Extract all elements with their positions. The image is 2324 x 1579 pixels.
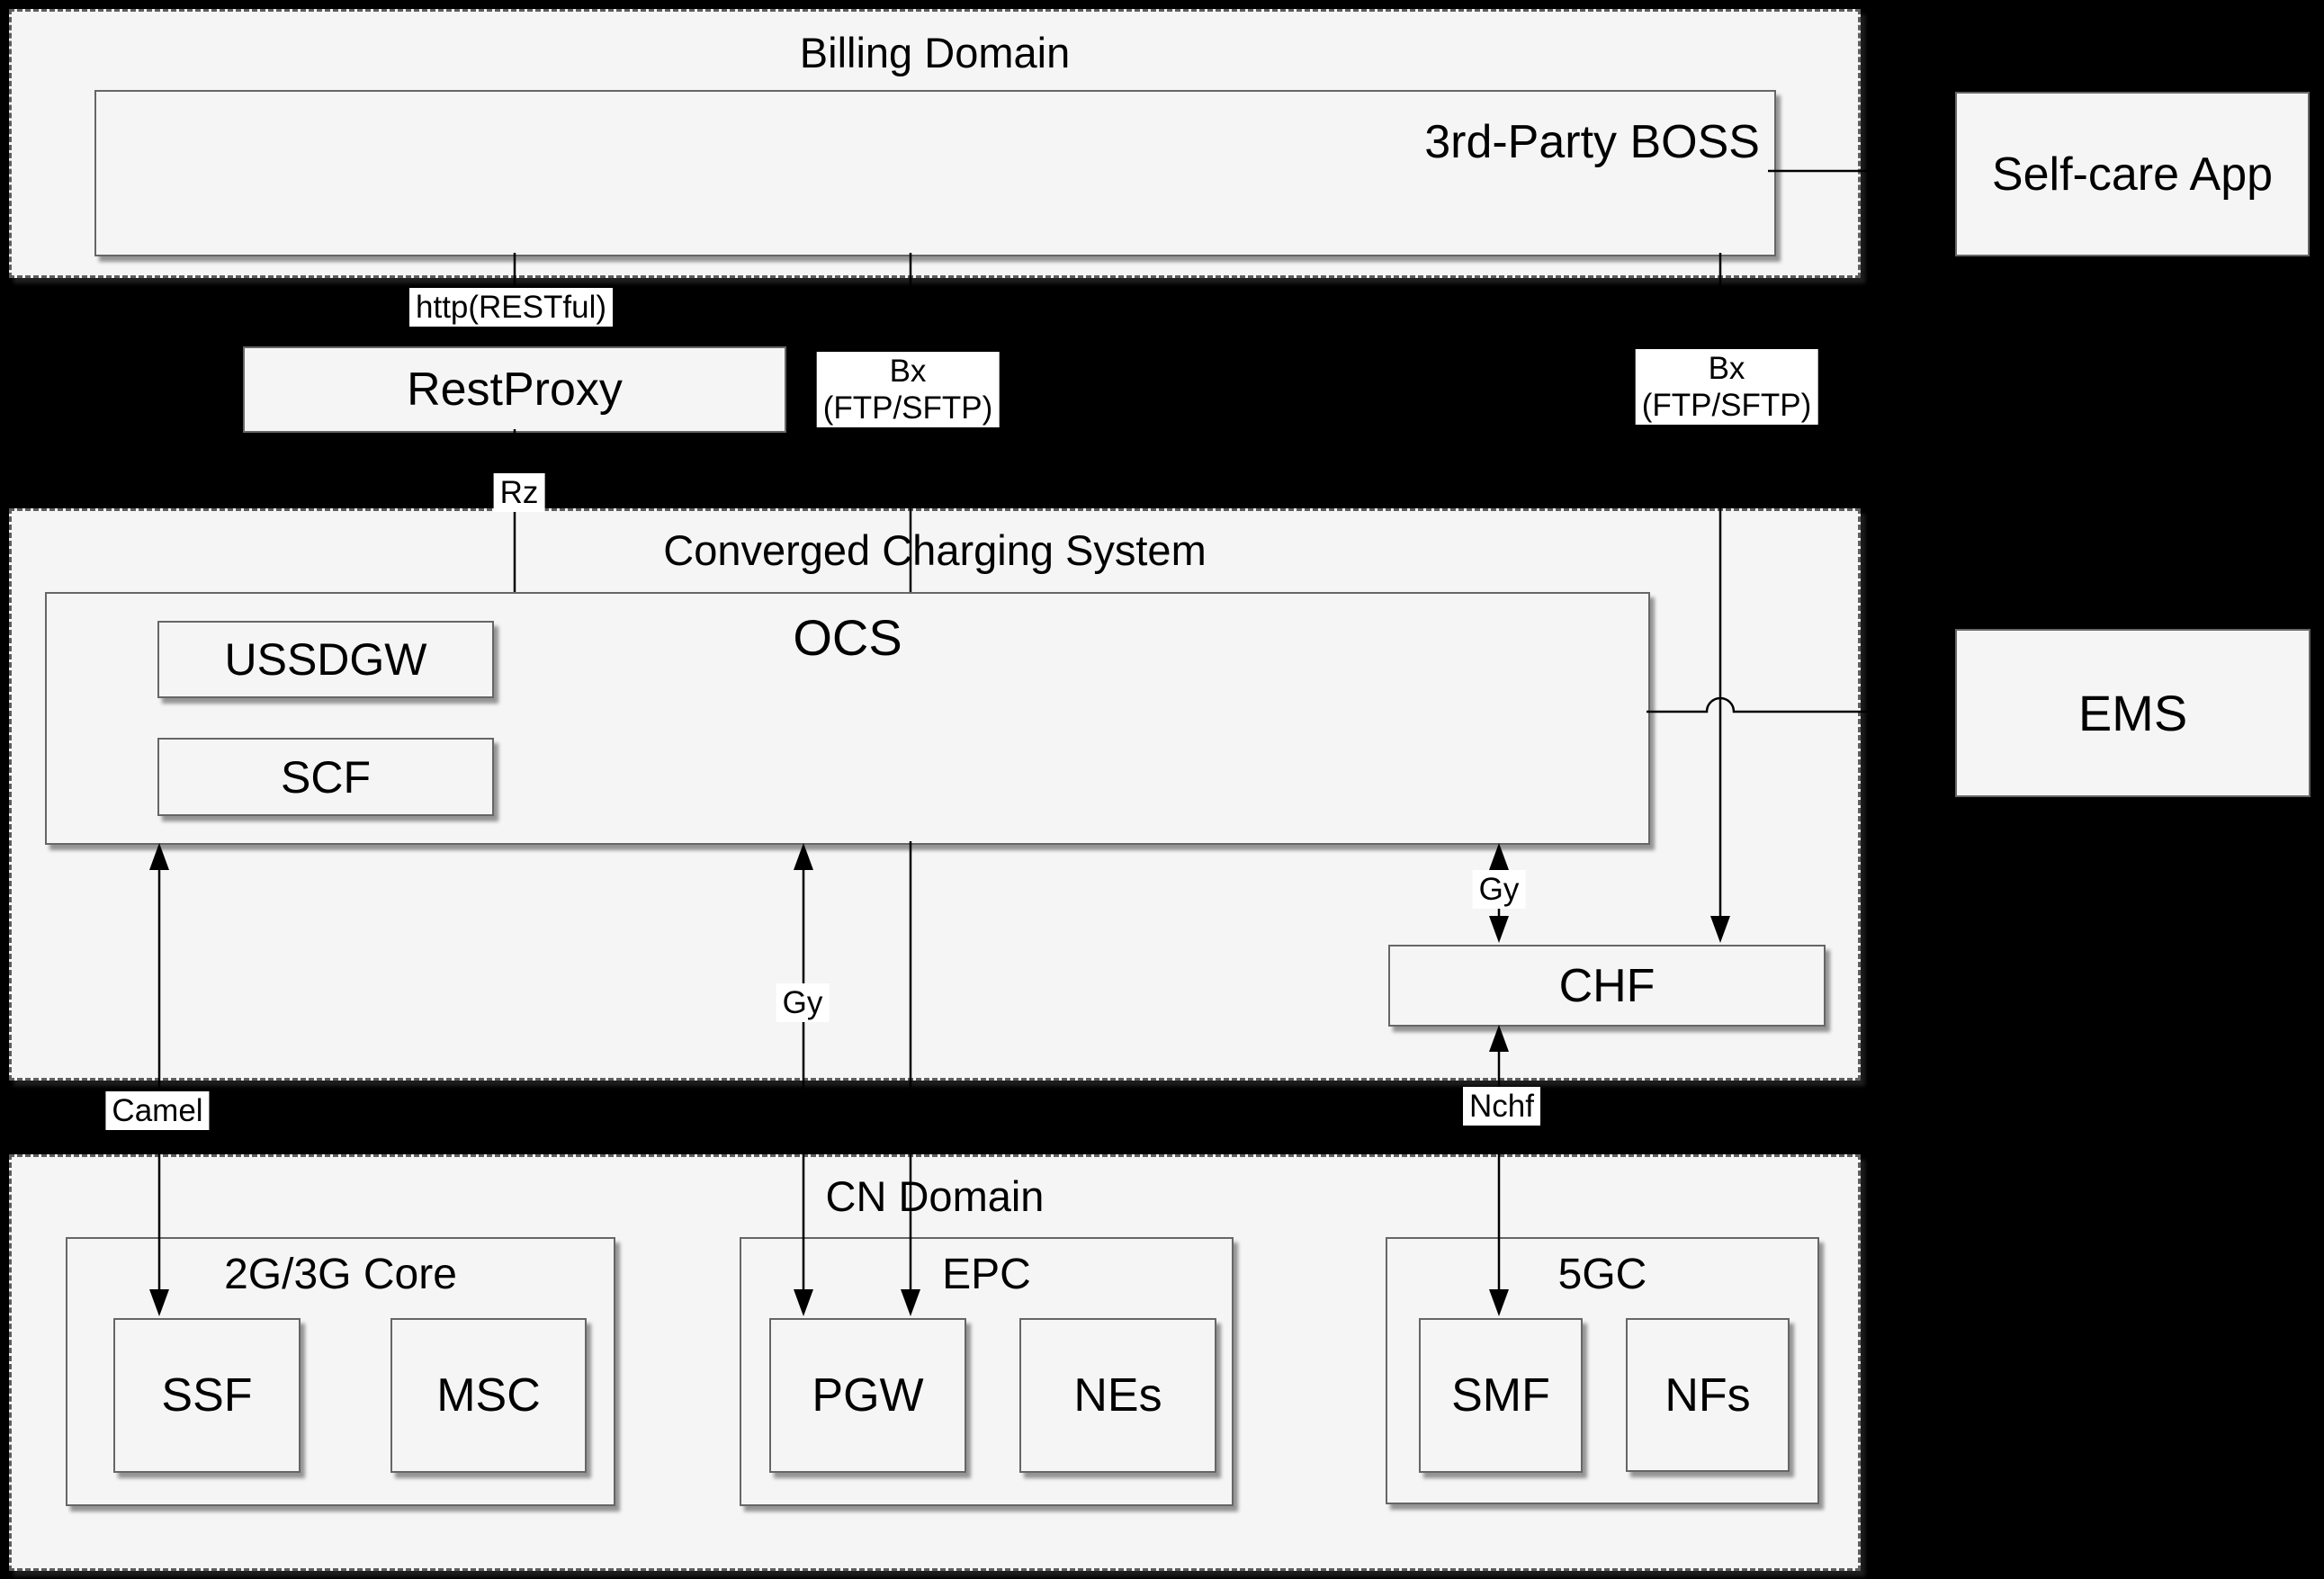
restproxy-node-label: RestProxy [407, 363, 623, 416]
nfs-node-label: NFs [1664, 1368, 1751, 1422]
selfcare-node: Self-care App [1955, 92, 2310, 256]
boss-node: 3rd-Party BOSS [94, 90, 1776, 256]
pgw-node: PGW [769, 1318, 966, 1473]
ocs-node-label: OCS [793, 609, 902, 666]
arrowhead-down [794, 1289, 813, 1316]
chf-node-label: CHF [1558, 959, 1656, 1012]
fivegc-group-title: 5GC [1557, 1251, 1647, 1298]
selfcare-node-label: Self-care App [1991, 148, 2274, 201]
arrowhead-down [1489, 1289, 1509, 1316]
epc-group-title: EPC [942, 1251, 1031, 1298]
billing-domain-title: Billing Domain [799, 29, 1071, 76]
rz-edge-label: Rz [493, 473, 545, 512]
arrowhead-down [1489, 916, 1509, 943]
converged-domain-title: Converged Charging System [663, 526, 1207, 574]
arrowhead-down [901, 1289, 920, 1316]
gy-right-edge-label: Gy [1472, 870, 1526, 909]
ems-node-label: EMS [2077, 685, 2188, 741]
ems-node: EMS [1955, 629, 2311, 797]
arrowhead-down [149, 1289, 169, 1316]
gy-left-edge-label: Gy [776, 983, 830, 1022]
nes-node: NEs [1019, 1318, 1216, 1473]
ussdgw-node-label: USSDGW [224, 634, 427, 685]
scf-node: SCF [157, 738, 494, 816]
arrowhead-up [1489, 1025, 1509, 1052]
ssf-node: SSF [113, 1318, 301, 1473]
arrowhead-up [794, 843, 813, 870]
ssf-node-label: SSF [161, 1369, 253, 1422]
msc-node-label: MSC [436, 1369, 541, 1422]
http-restful-edge-label: http(RESTful) [409, 288, 613, 327]
arrowhead-up [149, 843, 169, 870]
chf-node: CHF [1388, 945, 1826, 1027]
bx-right-edge-label: Bx (FTP/SFTP) [1635, 349, 1818, 425]
scf-node-label: SCF [281, 751, 371, 803]
nchf-edge-label: Nchf [1463, 1087, 1540, 1126]
arrowhead-up [1489, 843, 1509, 870]
nfs-node: NFs [1626, 1318, 1790, 1472]
cn-domain-title: CN Domain [825, 1172, 1045, 1220]
arrowhead-down [1710, 916, 1730, 943]
msc-node: MSC [390, 1318, 587, 1473]
nes-node-label: NEs [1073, 1369, 1162, 1422]
ussdgw-node: USSDGW [157, 621, 494, 698]
core2g3g-group-title: 2G/3G Core [224, 1251, 457, 1298]
bx-left-edge-label: Bx (FTP/SFTP) [816, 352, 1000, 427]
restproxy-node: RestProxy [243, 346, 786, 433]
bx-right-line2: (FTP/SFTP) [1641, 388, 1812, 423]
bx-left-line2: (FTP/SFTP) [822, 390, 993, 426]
smf-node: SMF [1419, 1318, 1583, 1473]
camel-edge-label: Camel [105, 1091, 210, 1130]
boss-node-label: 3rd-Party BOSS [1424, 116, 1760, 168]
pgw-node-label: PGW [812, 1369, 924, 1422]
bx-right-line1: Bx [1708, 351, 1745, 386]
bx-left-line1: Bx [889, 354, 927, 389]
smf-node-label: SMF [1451, 1369, 1550, 1422]
ocs-ems-connector [1647, 696, 1955, 713]
